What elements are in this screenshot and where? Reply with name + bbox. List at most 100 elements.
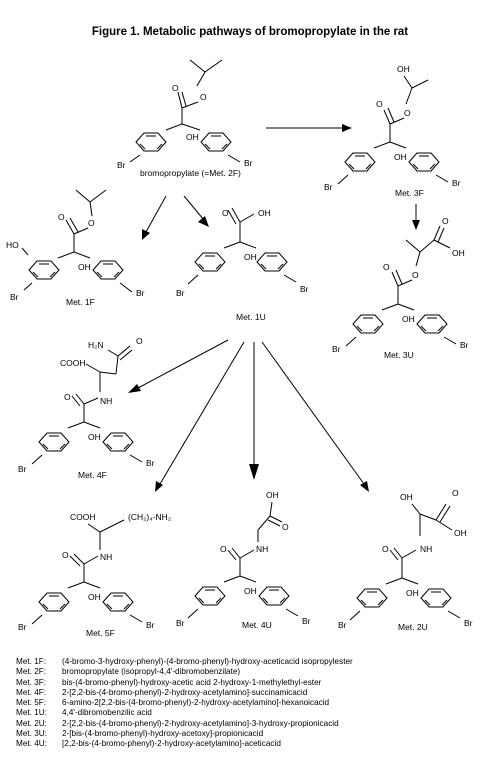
compound-met1f: O O OH HO Br Br Met. 1F	[6, 189, 145, 307]
compound-label-met3f: Met. 3F	[395, 188, 424, 198]
atom-label: HO	[6, 240, 19, 250]
atom-label: OH	[258, 208, 271, 218]
atom-label: COOH	[60, 358, 86, 368]
compound-label-met5f: Met. 5F	[86, 628, 115, 638]
atom-label: OH	[452, 248, 465, 258]
arrow-parent-to-met1u	[183, 195, 209, 227]
atom-label: Br	[18, 622, 27, 632]
atom-label: Br	[176, 618, 185, 628]
atom-label: Br	[464, 618, 473, 628]
atom-label: Br	[244, 158, 253, 168]
atom-label: Br	[18, 464, 27, 474]
legend-key: Met. 3U:	[16, 729, 47, 739]
legend-row: Met. 3U: 2-[bis-(4-bromo-phenyl)-hydroxy-…	[16, 729, 496, 739]
atom-label: O	[383, 262, 390, 272]
atom-label: OH	[266, 490, 279, 500]
legend-description: (4-bromo-3-hydroxy-phenyl)-(4-bromo-phen…	[62, 657, 353, 666]
atom-label: Br	[300, 284, 309, 294]
legend-description: bromopropylate (isopropyl-4,4'-dibromobe…	[62, 667, 241, 677]
atom-label: Br	[332, 344, 341, 354]
atom-label: NH	[256, 544, 268, 554]
compound-met4f: H₂N O COOH NH O OH Br Br Met. 4F	[18, 336, 155, 480]
atom-label: OH	[397, 64, 410, 74]
compound-label-met2u: Met. 2U	[398, 622, 428, 632]
compound-label-met1f: Met. 1F	[66, 297, 95, 307]
atom-label: O	[282, 522, 289, 532]
atom-label: O	[172, 83, 179, 93]
atom-label: OH	[88, 432, 101, 442]
figure-title: Figure 1. Metabolic pathways of bromopro…	[91, 26, 409, 38]
legend-row: Met. 2U: 2-[2,2-bis-(4-bromo-phenyl)-2-hy…	[16, 719, 496, 729]
legend-description: bis-(4-bromo-phenyl)-hydroxy-acetic acid…	[62, 677, 322, 687]
legend-description: 2-[2,2-bis-(4-bromo-phenyl)-2-hydroxy-ac…	[62, 687, 308, 697]
atom-label: O	[442, 216, 449, 226]
legend-description: 2-[bis-(4-bromo-phenyl)-hydroxy-acetoxy]…	[62, 729, 264, 739]
legend-key: Met. 5F:	[16, 698, 47, 708]
atom-label: Br	[460, 340, 469, 350]
legend-key: Met. 1F:	[16, 657, 47, 666]
legend-key: Met. 2F:	[16, 667, 47, 677]
atom-label: OH	[406, 588, 419, 598]
legend-row: Met. 1U: 4,4'-dibromobenzilic acid	[16, 708, 496, 718]
atom-label: O	[376, 99, 383, 109]
legend-description: 4,4'-dibromobenzilic acid	[62, 708, 152, 718]
atom-label: Br	[324, 182, 333, 192]
legend-row: Met. 4F: 2-[2,2-bis-(4-bromo-phenyl)-2-hy…	[16, 688, 496, 698]
compound-met2u: OH O OH NH O OH Br Br Met. 2U	[338, 488, 473, 632]
atom-label: O	[412, 270, 419, 280]
compound-met4u: OH O NH O OH Br Br Met. 4U	[176, 490, 311, 630]
compound-label-met4u: Met. 4U	[242, 620, 272, 630]
atom-label: Br	[146, 458, 155, 468]
atom-label: O	[88, 218, 95, 228]
legend-key: Met. 1U:	[16, 708, 47, 718]
atom-label: OH	[400, 492, 413, 502]
metabolic-pathway-scheme: O O OH Br Br bromopropylate (=Met. 2F) O…	[6, 59, 473, 638]
atom-label: Br	[302, 616, 311, 626]
atom-label: OH	[394, 152, 407, 162]
compound-met5f: COOH (CH₂)₄-NH₂ NH O OH Br Br Met. 5F	[18, 512, 171, 638]
atom-label: OH	[244, 586, 257, 596]
atom-label: Br	[10, 292, 19, 302]
arrow-parent-to-met3f	[266, 124, 352, 132]
legend-row: Met. 2F: bromopropylate (isopropyl-4,4'-d…	[16, 667, 496, 677]
compound-label-parent: bromopropylate (=Met. 2F)	[140, 168, 241, 178]
atom-label: Br	[452, 178, 461, 188]
compound-label-met3u: Met. 3U	[384, 350, 414, 360]
atom-label: O	[382, 544, 389, 554]
legend-row: Met. 4U:[2,2-bis-(4-bromo-phenyl)-2-hydr…	[16, 739, 496, 749]
atom-label: O	[404, 108, 411, 118]
arrow-met1u-to-met4f	[128, 339, 229, 393]
atom-label: OH	[78, 262, 91, 272]
legend-description: 6-amino-2[2,2-bis-(4-bromo-phenyl)-2-hyd…	[62, 698, 330, 708]
legend-key: Met. 3F:	[16, 677, 47, 687]
arrow-met1u-to-met2u	[261, 341, 369, 492]
atom-label: NH	[100, 552, 112, 562]
atom-label: OH	[454, 528, 467, 538]
atom-label: Br	[176, 288, 185, 298]
atom-label: NH	[100, 396, 112, 406]
atom-label: COOH	[70, 512, 96, 522]
atom-label: Br	[136, 288, 145, 298]
legend-row: Met. 5F: 6-amino-2[2,2-bis-(4-bromo-pheny…	[16, 698, 496, 708]
compound-label-met4f: Met. 4F	[78, 470, 107, 480]
compound-label-met1u: Met. 1U	[236, 312, 266, 322]
arrow-met3f-to-met3u	[412, 204, 420, 230]
arrow-met1u-to-met4u	[249, 342, 259, 480]
atom-label: H₂N	[88, 340, 104, 350]
compound-met3f: OH O O OH Br Br Met. 3F	[324, 64, 461, 198]
legend-key: Met. 4U:	[16, 739, 47, 749]
atom-label: O	[220, 544, 227, 554]
legend-key: Met. 4F:	[16, 687, 47, 697]
atom-label: O	[452, 488, 459, 498]
atom-label: O	[136, 336, 143, 346]
atom-label: Br	[117, 160, 126, 170]
atom-label: OH	[244, 252, 257, 262]
legend-description: 2-[2,2-bis-(4-bromo-phenyl)-2-hydroxy-ac…	[62, 718, 339, 728]
compound-met3u: O OH O O OH Br Br Met. 3U	[332, 216, 469, 360]
arrow-met1u-to-met5f	[155, 341, 245, 492]
compound-parent: O O OH Br Br bromopropylate (=Met. 2F)	[117, 59, 253, 178]
legend-key: Met. 2U:	[16, 718, 47, 728]
atom-label: O	[62, 550, 69, 560]
atom-label: O	[200, 92, 207, 102]
metabolite-legend: Met. 1F: (4-bromo-3-hydroxy-phenyl)-(4-br…	[16, 657, 496, 750]
